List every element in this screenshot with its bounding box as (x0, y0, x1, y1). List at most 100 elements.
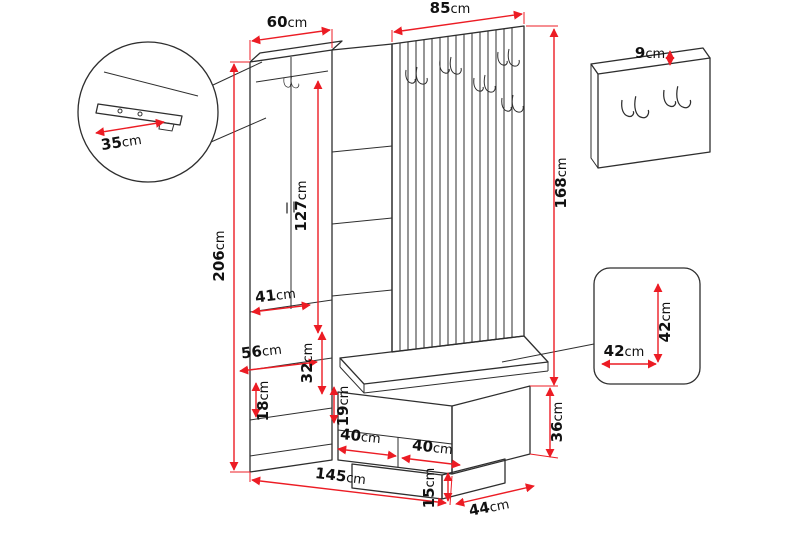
shelf-column (331, 43, 393, 353)
rail-screw-icon (117, 108, 123, 114)
dim-unit: cm (625, 345, 645, 360)
coat-panel (391, 25, 525, 353)
detail-circle (77, 41, 219, 183)
dim-panel-width: 85cm (430, 0, 471, 17)
dim-value: 18 (254, 400, 272, 421)
dim-unit: cm (301, 343, 316, 363)
seat-detail-callout (501, 267, 701, 385)
rail-bar (95, 103, 183, 126)
dim-line-lower-width (239, 358, 318, 375)
bench (337, 335, 549, 500)
wall-panel-side-face (590, 64, 599, 169)
column-top-edge (331, 43, 393, 51)
bench-cushion-top (339, 335, 549, 385)
extension-line (449, 475, 453, 506)
dim-value: 168 (552, 177, 570, 208)
dim-interior-height: 127cm (292, 180, 310, 231)
coat-hook-icon (473, 74, 496, 93)
dim-bench-height: 36cm (548, 402, 566, 443)
dim-unit: cm (257, 381, 272, 401)
rail-bracket (158, 121, 175, 132)
dim-rail-length: 35cm (100, 130, 143, 154)
shelf-line (331, 217, 393, 225)
dim-value: 40 (411, 436, 434, 456)
dim-value: 9 (635, 44, 645, 62)
wardrobe-top-face (249, 40, 343, 63)
dimension-lines (95, 10, 675, 507)
dim-unit: cm (551, 402, 566, 422)
dim-value: 127 (292, 200, 310, 231)
extension-line (529, 453, 559, 459)
bench-opening-top-line (337, 429, 453, 445)
dim-value: 32 (298, 362, 316, 383)
dim-line-total-width (251, 476, 447, 507)
detail-box (593, 267, 701, 385)
hanger-rail-line (255, 70, 329, 83)
rail-screw-icon (137, 111, 143, 117)
dim-lower-section-height: 32cm (298, 343, 316, 384)
dim-total-width: 145cm (314, 464, 367, 488)
dim-interior-width: 41cm (254, 284, 297, 307)
dim-unit: cm (360, 430, 381, 447)
rail-detail-callout (77, 41, 267, 183)
dim-seat-width: 42cm (604, 342, 645, 360)
wall-panel-top-face (590, 47, 711, 75)
dim-unit: cm (345, 471, 366, 488)
dim-value: 42 (656, 321, 674, 342)
dim-value: 85 (430, 0, 451, 17)
wardrobe-plinth-line (249, 443, 333, 457)
dim-bench-opening-height: 19cm (334, 386, 352, 427)
dim-unit: cm (213, 230, 228, 250)
dim-drawer-height: 18cm (254, 381, 272, 422)
dim-unit: cm (275, 287, 296, 304)
callout-leader-line (210, 117, 267, 143)
dim-value: 15 (420, 487, 438, 508)
dimension-labels: 60cm 85cm 9cm 35cm 206cm 127cm 41cm 56cm… (100, 0, 674, 520)
panel-slats (399, 28, 513, 351)
dim-value: 36 (548, 421, 566, 442)
dim-unit: cm (337, 386, 352, 406)
bench-cushion-edge (339, 358, 549, 394)
shelf-line (331, 289, 393, 297)
dim-line-panel-width (393, 10, 523, 36)
coat-hook-icon (439, 56, 462, 75)
dim-value: 42 (604, 342, 625, 360)
coat-hook-icon (663, 85, 692, 109)
dim-value: 56 (240, 342, 263, 362)
wardrobe-door-handles (286, 201, 295, 214)
callout-leader-line (212, 61, 263, 86)
wall-panel-face (597, 57, 711, 169)
dim-unit: cm (261, 343, 282, 360)
dim-unit: cm (121, 133, 143, 151)
dim-line-interior-width (251, 301, 311, 316)
bench-body-side (451, 385, 531, 475)
dim-unit: cm (451, 2, 471, 17)
wardrobe-drawer-line (249, 407, 333, 421)
dim-wall-panel-depth: 9cm (635, 44, 665, 62)
dim-value: 40 (339, 425, 362, 445)
wall-panel (590, 47, 711, 169)
dim-line-total-depth (455, 483, 535, 507)
dim-seat-depth: 42cm (656, 302, 674, 343)
dim-line-bench-opening-width-left (337, 445, 397, 460)
dim-lower-width: 56cm (240, 340, 283, 363)
dim-unit: cm (488, 497, 510, 516)
dim-panel-height: 168cm (552, 157, 570, 208)
dim-wardrobe-width: 60cm (267, 13, 308, 31)
dim-unit: cm (288, 16, 308, 31)
dim-unit: cm (295, 180, 310, 200)
dim-line-wardrobe-width (251, 26, 331, 45)
wardrobe-front-face (249, 49, 333, 473)
dim-value: 35 (100, 133, 123, 154)
shelf-line (331, 145, 393, 153)
dim-unit: cm (555, 157, 570, 177)
detail-context-edge (103, 71, 199, 97)
dim-unit: cm (645, 47, 665, 62)
dim-plinth-height: 15cm (420, 468, 438, 509)
coat-hook-icon (497, 48, 520, 67)
coat-hook-icon (621, 95, 650, 119)
dim-line-rail-length (95, 118, 165, 137)
dim-bench-opening-width-left: 40cm (339, 425, 381, 447)
dim-unit: cm (423, 468, 438, 488)
